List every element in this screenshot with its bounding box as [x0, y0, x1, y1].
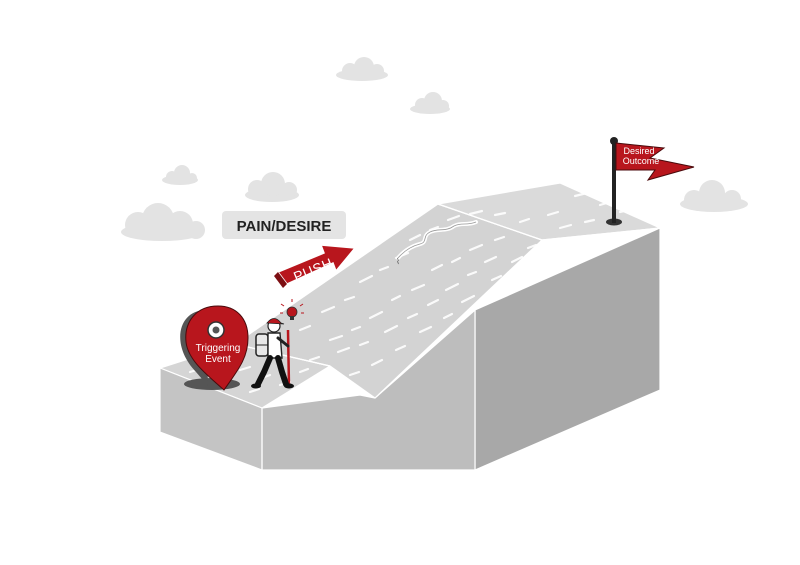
flag-label-line1: Desired	[623, 146, 654, 156]
hiker-torso	[267, 332, 283, 359]
clouds	[121, 57, 748, 241]
hiker-boot-back	[251, 383, 261, 389]
cloud-icon	[336, 57, 388, 81]
hiker-boot-front	[284, 383, 294, 389]
pain-desire-bg	[222, 211, 346, 239]
flagpole	[612, 143, 616, 223]
pin-label-line2: Event	[205, 354, 231, 365]
trail-marker: ⌇	[396, 257, 400, 266]
cloud-icon	[410, 92, 450, 114]
pain-desire-label: PAIN/DESIRE	[222, 211, 346, 239]
pain-desire-text: PAIN/DESIRE	[237, 218, 332, 235]
hill-slab	[159, 182, 661, 471]
triggering-event-pin: Triggering Event	[180, 305, 249, 391]
cloud-icon	[121, 203, 205, 241]
arrow-icon	[276, 244, 357, 285]
hiker-cap	[266, 318, 285, 325]
lightbulb-icon	[280, 299, 304, 320]
pin-hole-inner	[212, 326, 220, 334]
hiker-leg-front	[275, 355, 289, 387]
cloud-icon	[680, 180, 748, 212]
hiker-arm	[276, 336, 290, 348]
flag-label-line2: Outcome	[623, 156, 660, 166]
flag-icon	[615, 142, 695, 181]
seams	[234, 203, 661, 470]
arrow-shadow	[274, 272, 287, 288]
surface-texture	[188, 191, 630, 394]
trail-outline	[397, 221, 477, 259]
cloud-icon	[245, 172, 299, 202]
pin-label-line1: Triggering	[196, 343, 241, 354]
map-pin-icon	[185, 305, 249, 391]
walking-stick	[286, 329, 291, 388]
hiker-leg-back	[255, 355, 273, 387]
desired-outcome-flag: Desired Outcome	[606, 137, 695, 226]
hiker-icon	[251, 299, 304, 389]
cloud-icon	[162, 165, 198, 185]
